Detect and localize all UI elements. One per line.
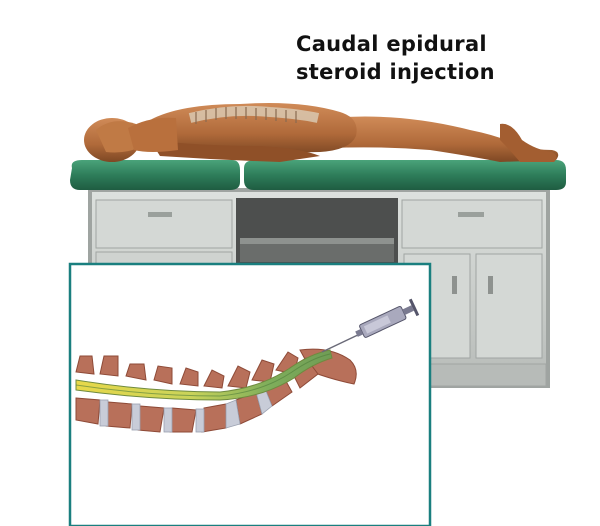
syringe-icon [321, 298, 420, 353]
table-pads [70, 160, 566, 190]
spinal-canal [75, 349, 333, 401]
head-pad [70, 160, 240, 190]
left-drawer [95, 199, 233, 249]
spine-cross-section [75, 348, 357, 433]
back-spine-overlay [188, 105, 320, 123]
prone-patient-figure [84, 103, 559, 162]
diagram-title: Caudal epidural steroid injection [296, 30, 495, 86]
needle [321, 332, 363, 353]
title-line-2: steroid injection [296, 60, 495, 84]
cabinet-door-right [475, 253, 543, 359]
title-line-1: Caudal epidural [296, 32, 487, 56]
body-pad [244, 160, 566, 190]
right-drawer [401, 199, 543, 249]
